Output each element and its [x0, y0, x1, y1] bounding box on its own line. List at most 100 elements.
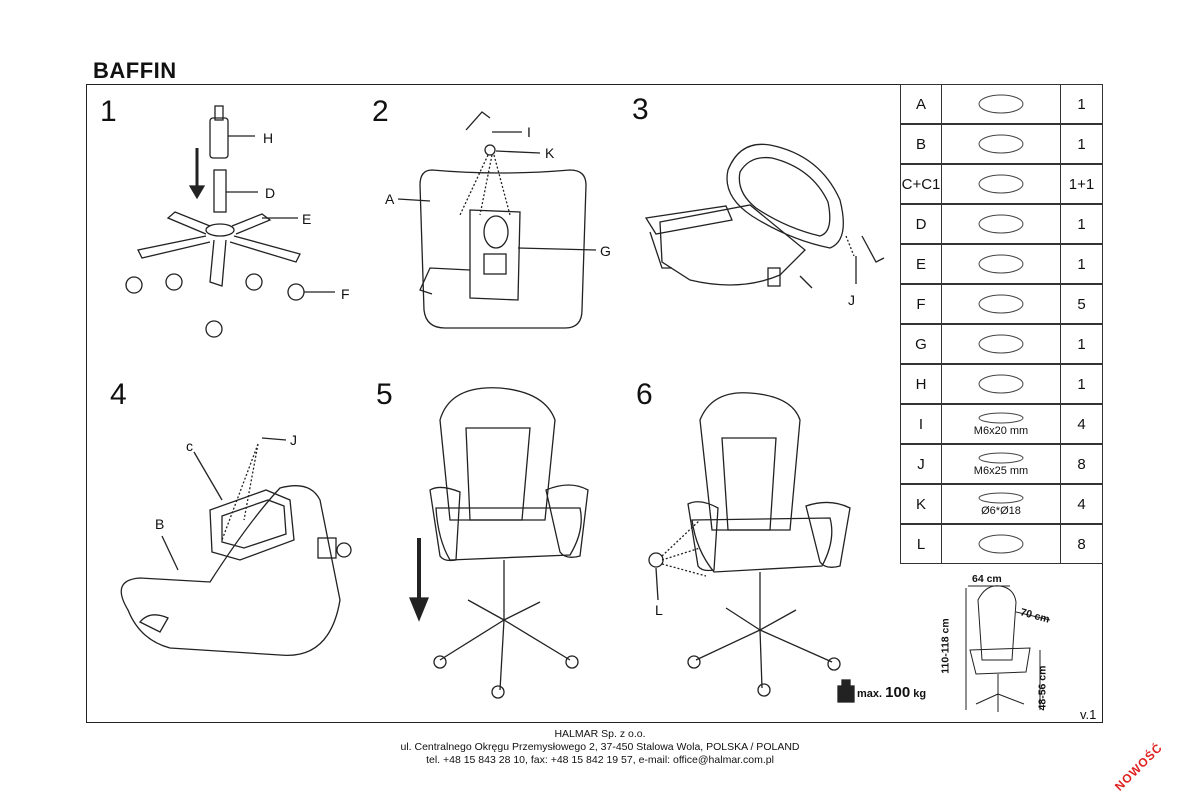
parts-row: J M6x25 mm 8 [900, 444, 1103, 484]
max-load-label: max. 100 kg [857, 684, 926, 701]
part-code: F [900, 284, 942, 324]
callout-H: H [263, 130, 274, 146]
part-image [941, 524, 1061, 564]
dimension-height: 110-118 cm [939, 618, 952, 674]
part-size-note: Ø6*Ø18 [981, 505, 1021, 517]
callout-K: K [545, 145, 555, 161]
callout-c: c [186, 438, 193, 454]
part-icon [978, 254, 1024, 274]
part-image: Ø6*Ø18 [941, 484, 1061, 524]
part-image: M6x20 mm [941, 404, 1061, 444]
part-quantity: 1 [1060, 324, 1103, 364]
part-icon [978, 334, 1024, 354]
part-icon [978, 214, 1024, 234]
parts-row: I M6x20 mm 4 [900, 404, 1103, 444]
part-code: E [900, 244, 942, 284]
part-icon [978, 534, 1024, 554]
max-load-value: 100 [885, 684, 911, 701]
dimension-seat-height: 48-56 cm [1036, 665, 1049, 711]
part-quantity: 1 [1060, 364, 1103, 404]
part-quantity: 4 [1060, 404, 1103, 444]
callout-F: F [341, 286, 350, 302]
part-quantity: 1+1 [1060, 164, 1103, 204]
footer-address: ul. Centralnego Okręgu Przemysłowego 2, … [400, 741, 800, 753]
callout-L: L [655, 602, 663, 618]
footer-contact: tel. +48 15 843 28 10, fax: +48 15 842 1… [426, 754, 774, 766]
part-code: A [900, 84, 942, 124]
callout-I: I [527, 124, 531, 140]
part-code: D [900, 204, 942, 244]
part-icon [978, 294, 1024, 314]
step-number-2: 2 [372, 95, 389, 128]
part-icon [978, 374, 1024, 394]
callout-G: G [600, 243, 611, 259]
part-quantity: 8 [1060, 524, 1103, 564]
step1-illustration [125, 105, 335, 338]
step2-illustration [397, 111, 597, 329]
callout-B: B [155, 516, 165, 532]
dimension-width: 64 cm [972, 573, 1002, 585]
part-quantity: 8 [1060, 444, 1103, 484]
part-icon [978, 412, 1024, 424]
version-label: v.1 [1080, 707, 1097, 722]
part-image [941, 324, 1061, 364]
callout-J-step3: J [848, 292, 855, 308]
part-image [941, 164, 1061, 204]
step6-illustration [648, 392, 855, 703]
footer-company: HALMAR Sp. z o.o. [554, 728, 646, 740]
step5-illustration [409, 387, 589, 699]
step-number-6: 6 [636, 378, 653, 411]
callout-E: E [302, 211, 312, 227]
step-number-1: 1 [100, 95, 117, 128]
step3-illustration [644, 143, 885, 289]
step-number-4: 4 [110, 378, 127, 411]
part-image [941, 364, 1061, 404]
part-quantity: 5 [1060, 284, 1103, 324]
part-image [941, 244, 1061, 284]
part-icon [978, 492, 1024, 504]
part-quantity: 4 [1060, 484, 1103, 524]
part-quantity: 1 [1060, 204, 1103, 244]
part-code: B [900, 124, 942, 164]
part-code: C+C1 [900, 164, 942, 204]
parts-row: K Ø6*Ø18 4 [900, 484, 1103, 524]
part-code: L [900, 524, 942, 564]
part-image [941, 84, 1061, 124]
max-load-unit: kg [913, 688, 927, 700]
part-size-note: M6x25 mm [973, 465, 1029, 477]
part-size-note: M6x20 mm [973, 425, 1029, 437]
part-image: M6x25 mm [941, 444, 1061, 484]
part-quantity: 1 [1060, 124, 1103, 164]
company-footer: HALMAR Sp. z o.o. ul. Centralnego Okręgu… [0, 728, 1200, 767]
callout-D: D [265, 185, 276, 201]
callout-A: A [385, 191, 395, 207]
step-number-5: 5 [376, 378, 393, 411]
callout-J-step4: J [290, 432, 297, 448]
part-quantity: 1 [1060, 84, 1103, 124]
step4-illustration [120, 437, 352, 657]
part-image [941, 284, 1061, 324]
max-load-prefix: max. [857, 688, 883, 700]
part-code: G [900, 324, 942, 364]
parts-row: C+C1 1+1 [900, 164, 1103, 204]
part-icon [978, 94, 1024, 114]
part-code: H [900, 364, 942, 404]
part-code: J [900, 444, 942, 484]
part-code: I [900, 404, 942, 444]
step-number-3: 3 [632, 93, 649, 126]
part-icon [978, 134, 1024, 154]
part-icon [978, 174, 1024, 194]
part-icon [978, 452, 1024, 464]
dimension-illustration [965, 585, 1051, 712]
part-image [941, 124, 1061, 164]
part-code: K [900, 484, 942, 524]
